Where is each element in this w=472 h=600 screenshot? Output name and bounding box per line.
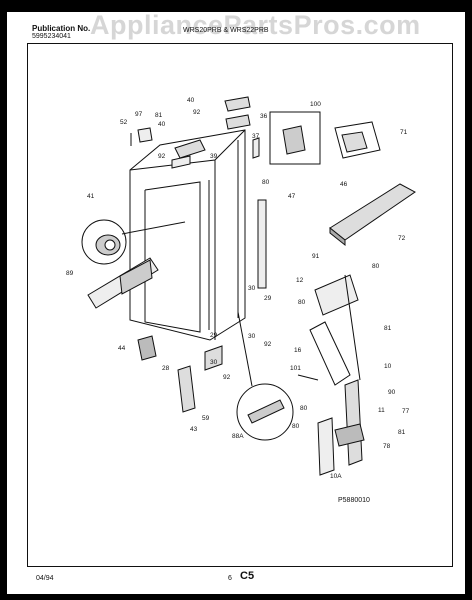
callout: 101	[290, 365, 301, 372]
callout: 81	[384, 325, 392, 332]
callout: 28	[162, 365, 170, 372]
callout: 91	[312, 253, 320, 260]
callout-labels: 40 92 36 97 81 52 40 100 71 92 37 39 80 …	[66, 97, 410, 480]
callout: 80	[372, 263, 380, 270]
model-numbers: WRS20PRB & WRS22PRB	[183, 27, 269, 34]
callout: 47	[288, 193, 296, 200]
publication-label: Publication No.	[32, 24, 91, 33]
callout: 30	[248, 285, 256, 292]
callout: 77	[402, 408, 410, 415]
footer-date: 04/94	[36, 575, 54, 582]
callout: 80	[300, 405, 308, 412]
callout: 72	[398, 235, 406, 242]
callout: 39	[210, 153, 218, 160]
callout: 40	[187, 97, 195, 104]
footer-page-number: 6	[228, 575, 232, 582]
publication-number: 5995234041	[32, 33, 71, 40]
drawing-number: P5880010	[338, 497, 370, 504]
callout: 92	[158, 153, 166, 160]
callout: 88A	[232, 433, 244, 440]
callout: 30	[248, 333, 256, 340]
callout: 30	[210, 359, 218, 366]
callout: 11	[378, 407, 385, 414]
callout: 36	[260, 113, 268, 120]
top-hinge	[171, 96, 251, 169]
callout: 81	[398, 429, 406, 436]
callout: 52	[120, 119, 128, 126]
callout: 12	[296, 277, 304, 284]
hinge-bracket	[130, 127, 260, 159]
callout: 89	[66, 270, 74, 277]
callout: 10	[384, 363, 392, 370]
callout: 44	[118, 345, 126, 352]
callout: 41	[87, 193, 95, 200]
callout: 29	[264, 295, 272, 302]
callout: 78	[383, 443, 391, 450]
callout: 97	[135, 111, 143, 118]
footer-section: C5	[240, 570, 255, 582]
watermark: AppliancePartsPros.com	[90, 10, 421, 40]
callout: 71	[400, 129, 408, 136]
callout: 46	[340, 181, 348, 188]
callout: 81	[155, 112, 163, 119]
callout: 29	[210, 332, 218, 339]
callout: 100	[310, 101, 321, 108]
callout: 92	[223, 374, 231, 381]
callout: 80	[298, 299, 306, 306]
callout: 37	[252, 133, 260, 140]
callout: 59	[202, 415, 210, 422]
diagram-frame	[27, 43, 453, 567]
callout: 43	[190, 426, 198, 433]
callout: 16	[294, 347, 302, 354]
callout: 40	[158, 121, 166, 128]
callout: 80	[292, 423, 300, 430]
callout: 92	[193, 109, 201, 116]
callout: 10A	[330, 473, 342, 480]
callout: 92	[264, 341, 272, 348]
callout: 80	[262, 179, 270, 186]
callout: 90	[388, 389, 396, 396]
